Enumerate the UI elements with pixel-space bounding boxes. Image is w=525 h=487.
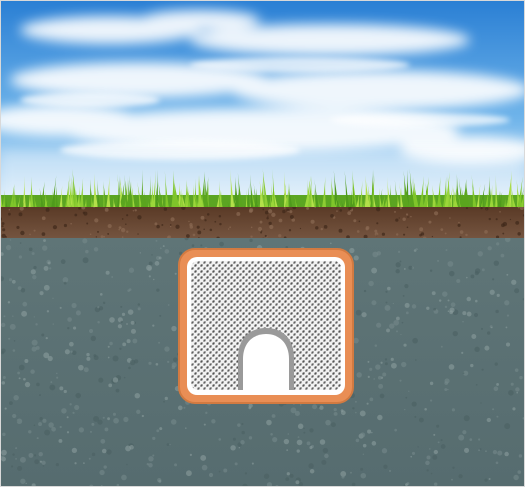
underground-tunnel-icon [176, 246, 356, 406]
